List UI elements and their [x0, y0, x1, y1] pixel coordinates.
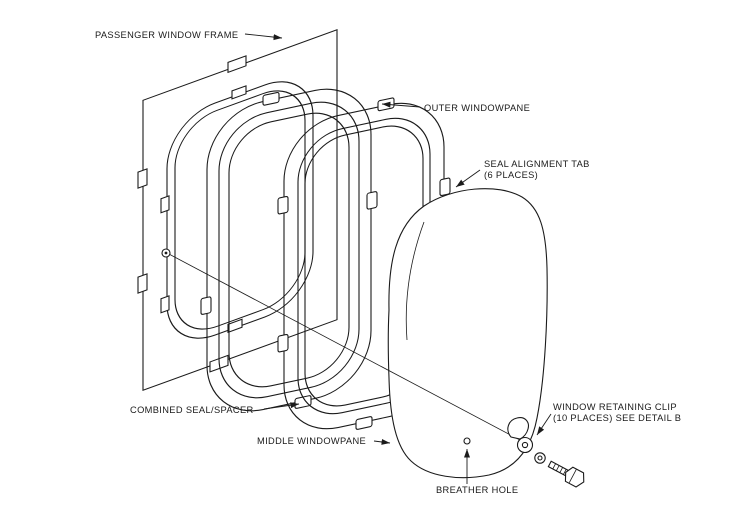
label-middle-windowpane: MIDDLE WINDOWPANE: [257, 436, 366, 446]
bolt-thread: [552, 463, 556, 470]
frame-tab: [137, 273, 148, 294]
washer: [534, 452, 546, 464]
seal-spacer-tab: [200, 296, 212, 315]
washer-hole: [537, 455, 543, 461]
seal-spacer-inner-edge: [228, 112, 350, 388]
retaining-clip-pad: [516, 436, 534, 454]
frame-fastener-center: [164, 251, 168, 255]
seal-alignment-tab: [439, 177, 451, 197]
leader-line: [263, 402, 300, 410]
seal-spacer-tab: [366, 191, 378, 210]
label-breather-hole: BREATHER HOLE: [436, 485, 518, 495]
bolt-thread: [563, 469, 567, 475]
frame-tab: [137, 168, 148, 189]
label-seal-alignment-tab: SEAL ALIGNMENT TAB: [484, 159, 590, 169]
combined-seal-spacer: [200, 88, 378, 412]
leader-line: [373, 438, 391, 445]
seal-spacer-outer-edge: [206, 88, 372, 412]
label-window-retaining-clip-2: (10 PLACES) SEE DETAIL B: [553, 413, 681, 423]
frame-clip-tab: [160, 295, 170, 314]
callouts: PASSENGER WINDOW FRAME OUTER WINDOWPANE …: [95, 30, 681, 495]
seal-alignment-tab: [355, 416, 373, 430]
label-window-retaining-clip: WINDOW RETAINING CLIP: [553, 402, 677, 412]
frame-clip-tab: [231, 85, 247, 100]
label-outer-windowpane: OUTER WINDOWPANE: [424, 103, 530, 113]
bolt-thread: [559, 467, 564, 473]
explosion-centerline: [166, 252, 521, 441]
seal-alignment-tab: [277, 333, 289, 353]
bolt-head-facet: [568, 469, 577, 483]
pane-glint: [405, 221, 425, 341]
seal-spacer-mid-edge: [218, 101, 360, 399]
retaining-bolt: [547, 460, 585, 488]
leader-line: [536, 413, 552, 436]
label-passenger-window-frame: PASSENGER WINDOW FRAME: [95, 30, 238, 40]
window-retaining-clip-assembly: [507, 417, 585, 488]
middle-pane-surface: [387, 188, 548, 479]
label-seal-alignment-tab-2: (6 PLACES): [484, 170, 538, 180]
middle-windowpane: [387, 188, 548, 479]
label-combined-seal-spacer: COMBINED SEAL/SPACER: [130, 405, 254, 415]
frame-clip-tab: [160, 195, 170, 214]
seal-alignment-tab: [277, 195, 289, 215]
seal-spacer-tab: [262, 91, 280, 106]
bolt-thread: [555, 465, 560, 472]
frame-tab: [227, 55, 247, 74]
frame-plate: [142, 28, 338, 392]
frame-clip-tab: [227, 318, 243, 334]
leader-line: [244, 33, 283, 41]
leader-line: [381, 101, 421, 108]
retaining-clip-hook: [507, 417, 529, 440]
retaining-clip-hole: [521, 441, 529, 449]
leader-line: [455, 169, 481, 188]
passenger-window-frame: [137, 28, 338, 392]
breather-hole: [463, 437, 471, 445]
